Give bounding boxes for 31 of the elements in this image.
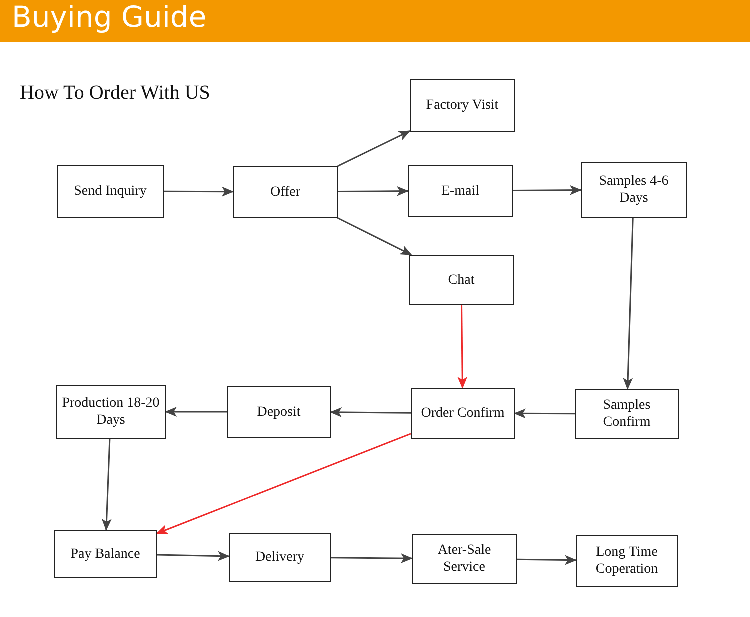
arrow [514,408,575,419]
arrow [623,218,634,390]
process-box: Long Time Coperation [576,535,678,587]
process-box: Production 18-20 Days [56,385,166,439]
process-box: Factory Visit [410,79,515,132]
arrow [331,553,413,564]
arrow [165,407,227,417]
process-box: Send Inquiry [57,165,164,218]
process-box: Deposit [227,386,331,438]
arrow [458,304,468,389]
diagram-title: How To Order With US [20,82,210,105]
arrow [156,433,412,534]
arrow [338,186,409,196]
arrow [164,186,234,197]
process-box: Samples Confirm [575,389,679,439]
arrow [156,551,230,562]
arrow [516,555,577,566]
header-title: Buying Guide [12,0,207,34]
process-box: Chat [409,255,514,305]
process-box: Samples 4-6 Days [581,162,687,218]
arrow [338,130,411,168]
arrow [330,408,411,418]
arrow [513,185,582,196]
process-box: E-mail [408,165,513,217]
process-box: Pay Balance [54,530,157,578]
arrow [337,217,412,256]
process-box: Delivery [229,533,331,582]
process-box: Order Confirm [411,388,515,439]
process-box: Offer [233,166,338,218]
process-box: Ater-Sale Service [412,534,517,584]
arrow [102,438,112,531]
